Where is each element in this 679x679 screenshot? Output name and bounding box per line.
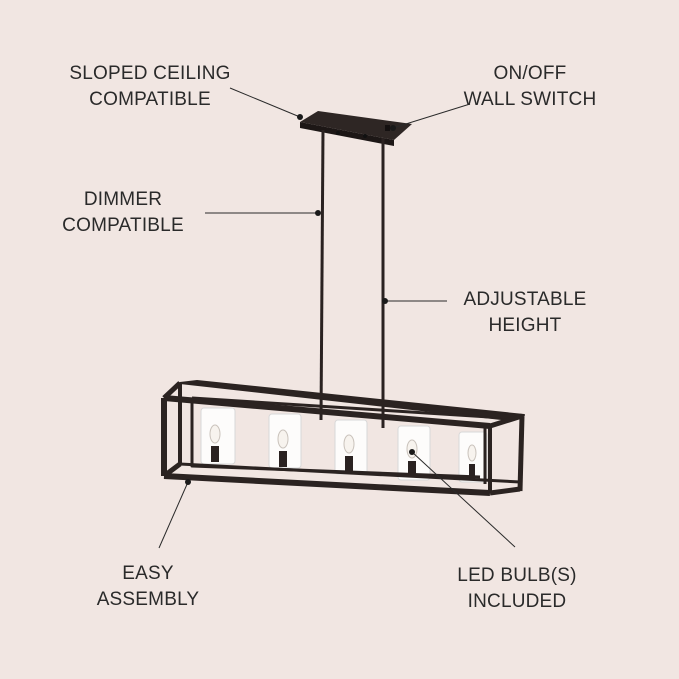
feature-label-line: HEIGHT <box>488 315 562 336</box>
feature-label-line: COMPATIBLE <box>62 215 184 236</box>
feature-label-line: WALL SWITCH <box>463 89 597 110</box>
feature-label-line: DIMMER <box>83 189 163 210</box>
feature-label-line: ON/OFF <box>493 63 567 84</box>
led-bulbs <box>209 424 477 479</box>
feature-label-line: EASY <box>122 563 174 584</box>
feature-label-line: COMPATIBLE <box>89 89 211 110</box>
feature-label-adjustable-height: ADJUSTABLE HEIGHT <box>440 287 610 339</box>
callout-dots <box>185 114 415 485</box>
callout-lines <box>158 87 516 549</box>
feature-label-sloped-ceiling: SLOPED CEILING COMPATIBLE <box>40 61 260 113</box>
feature-label-on-off-switch: ON/OFF WALL SWITCH <box>440 61 620 113</box>
callout-line-led <box>411 451 516 548</box>
feature-label-dimmer: DIMMER COMPATIBLE <box>38 187 208 239</box>
feature-label-led-bulbs: LED BULB(S) INCLUDED <box>432 563 602 615</box>
callout-line-sloped <box>229 87 301 118</box>
callout-line-onoff <box>392 103 471 129</box>
callout-line-easy <box>158 481 189 549</box>
ceiling-canopy <box>300 111 412 146</box>
rectangular-frame <box>161 380 525 496</box>
feature-label-line: ASSEMBLY <box>96 589 200 610</box>
feature-label-line: LED BULB(S) <box>457 565 577 586</box>
feature-label-line: INCLUDED <box>467 591 567 612</box>
feature-label-line: SLOPED CEILING <box>69 63 231 84</box>
feature-label-line: ADJUSTABLE <box>463 289 587 310</box>
feature-label-easy-assembly: EASY ASSEMBLY <box>68 561 228 613</box>
suspension-rods <box>319 129 385 428</box>
